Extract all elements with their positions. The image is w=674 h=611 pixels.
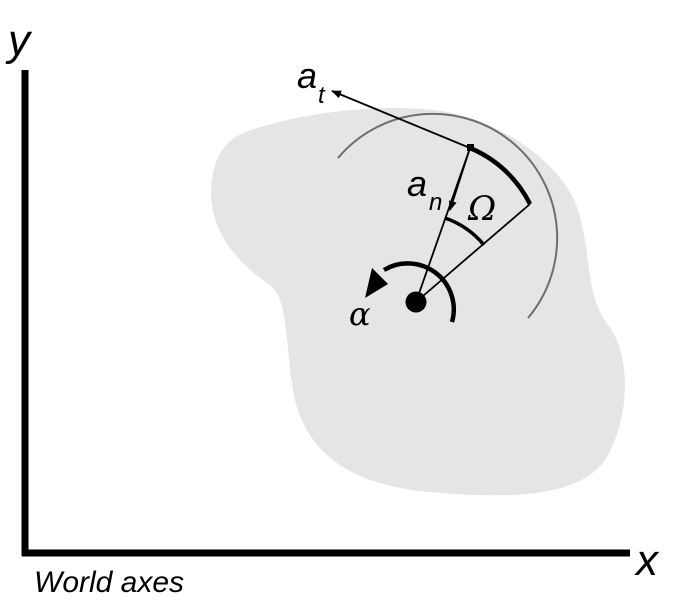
guide-arc — [337, 112, 559, 319]
angular-accel-label: α — [349, 295, 371, 333]
angular-accel-arc — [382, 261, 456, 323]
normal-accel-label: a — [407, 163, 427, 204]
world-axes-caption: World axes — [34, 566, 185, 599]
body-point — [467, 144, 474, 151]
normal-accel-arrow — [448, 147, 471, 211]
angle-arc — [444, 216, 486, 247]
normal-accel-subscript: n — [429, 189, 442, 216]
tangential-accel-subscript: t — [318, 82, 326, 109]
angular-accel-arrowhead — [365, 268, 388, 298]
angle-label: Ω — [467, 189, 496, 229]
rotation-centre — [405, 291, 427, 313]
rotation-arc — [469, 145, 533, 206]
tangential-accel-label: a — [297, 55, 317, 96]
x-axis-label: x — [634, 536, 660, 585]
tangential-accel-arrow — [331, 90, 471, 149]
radius-line-end — [415, 203, 531, 303]
y-axis-label: y — [5, 16, 33, 65]
